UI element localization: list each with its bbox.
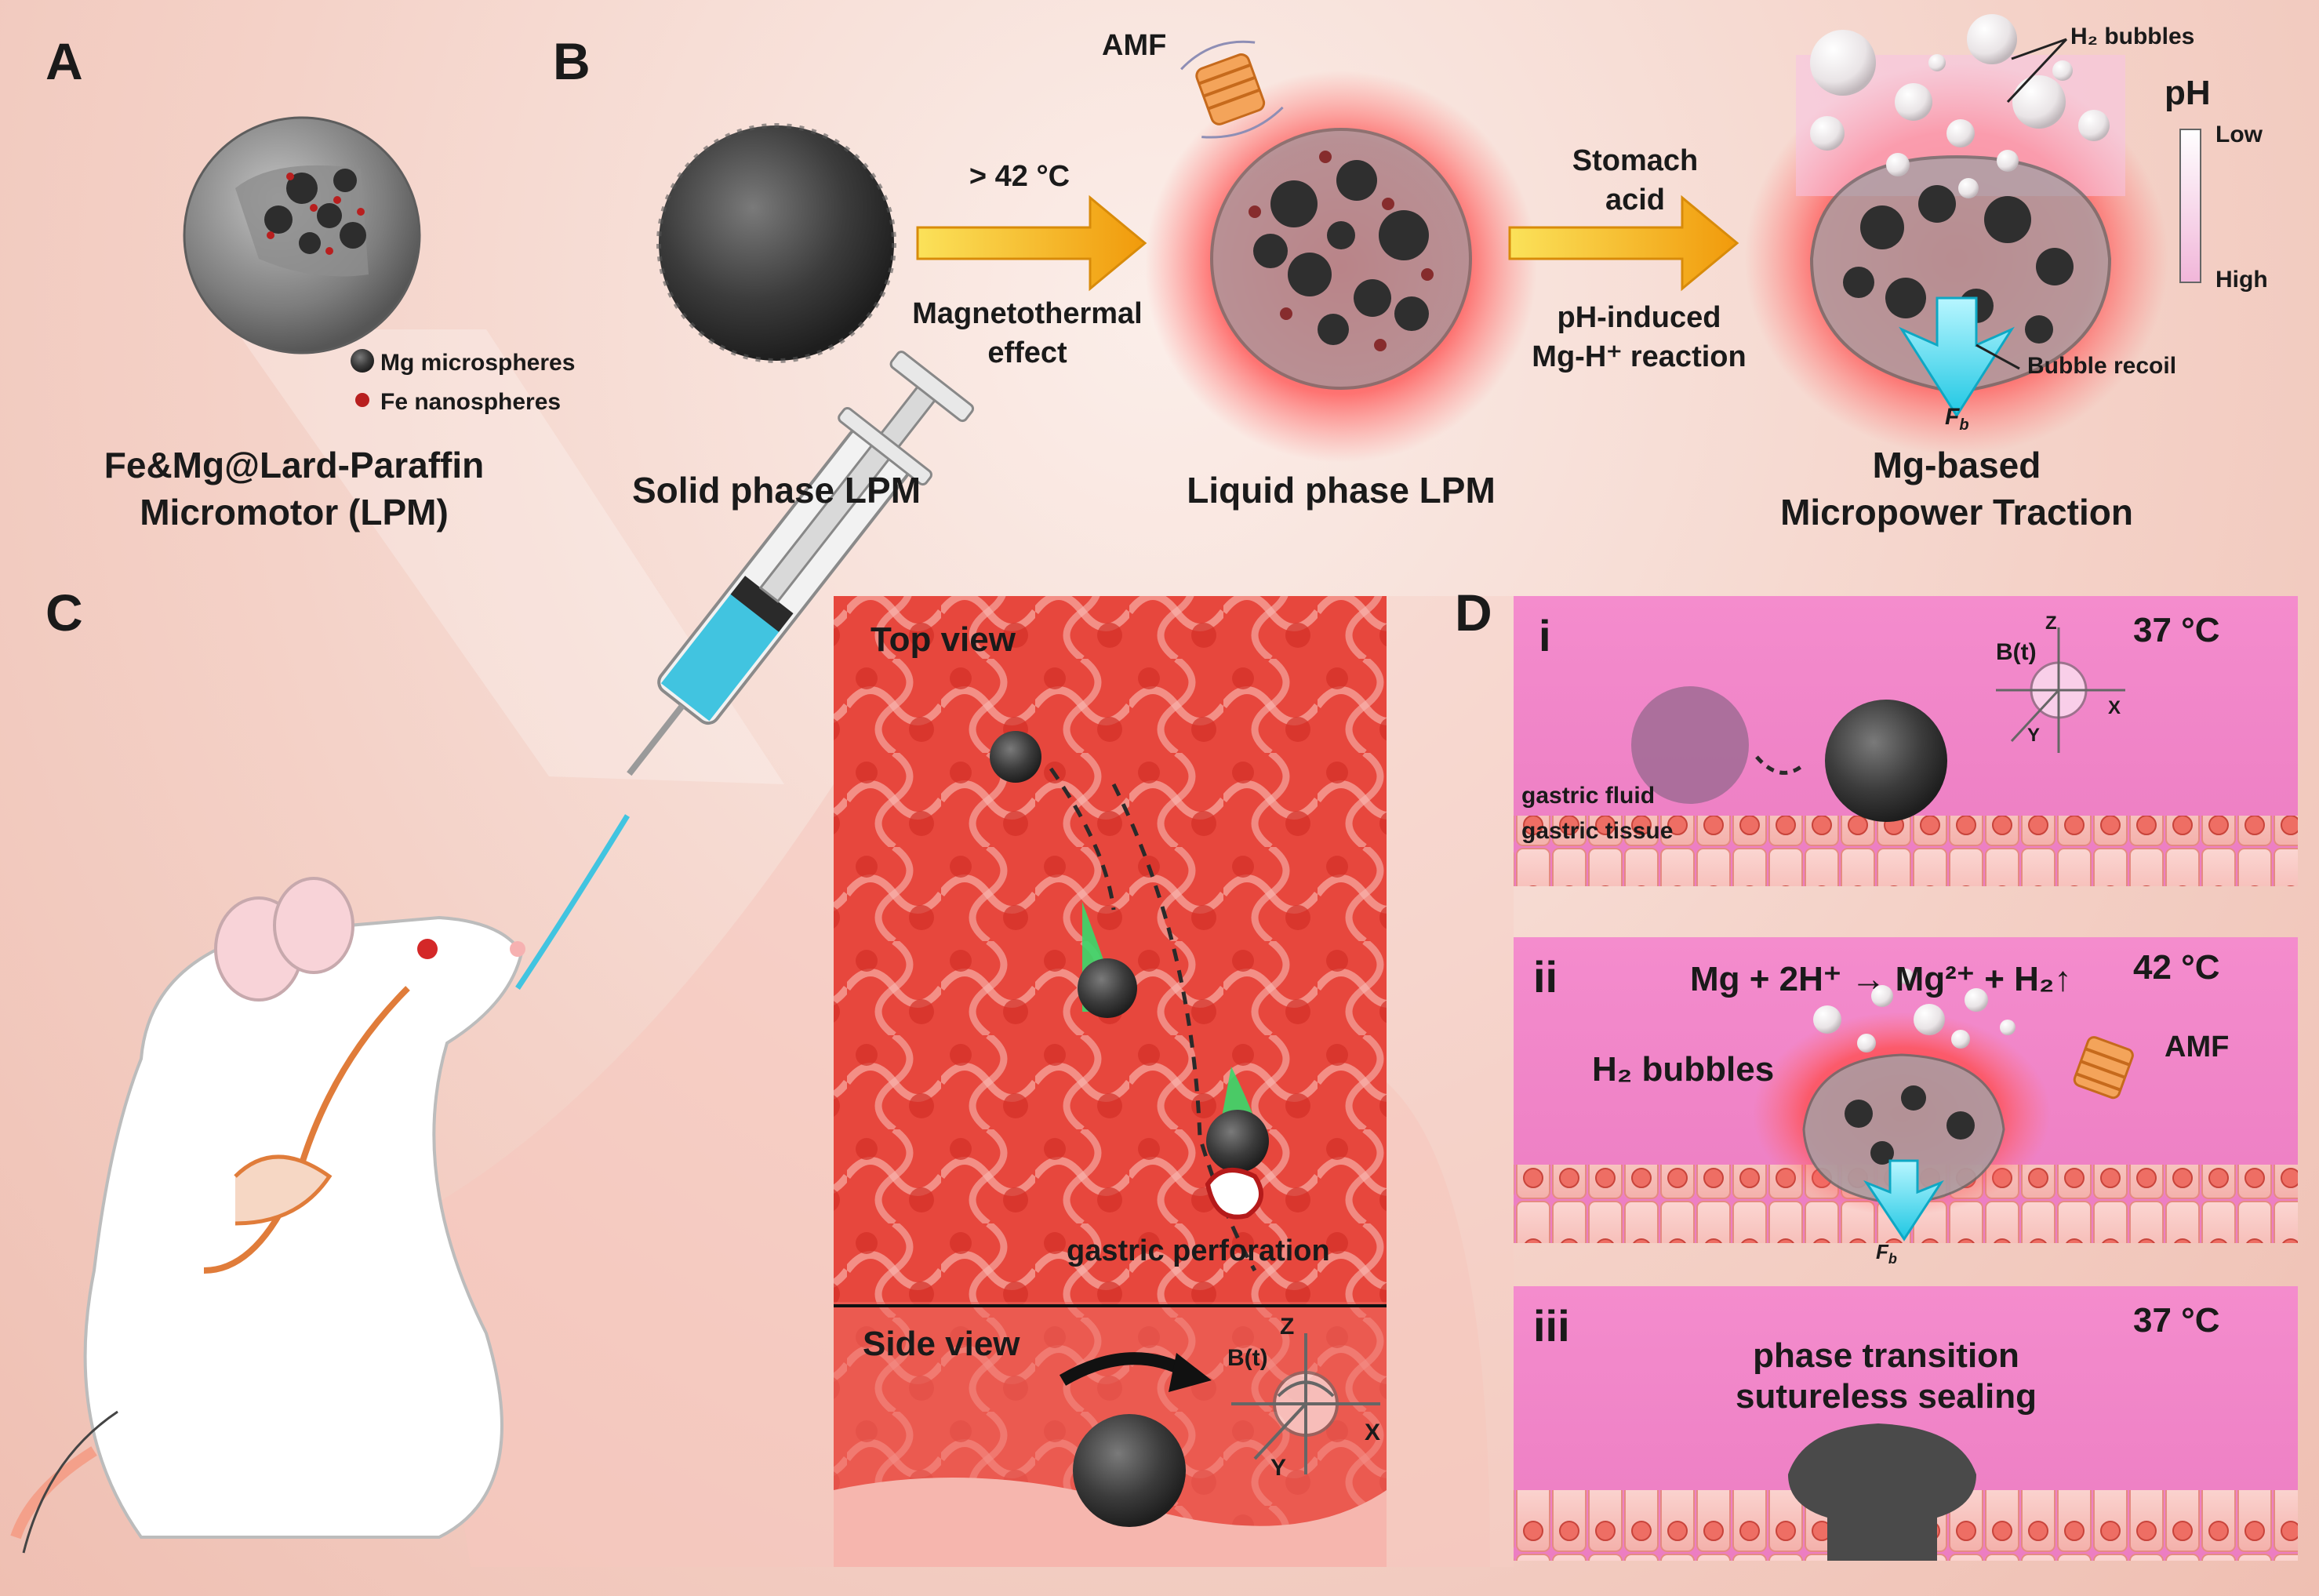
- motor-side-view: [1073, 1414, 1186, 1527]
- panel-letter-c: C: [45, 584, 83, 642]
- subpanel-iii-label: iii: [1533, 1301, 1570, 1351]
- magnetothermal-line1: Magnetothermal: [912, 297, 1143, 330]
- fb-label-b: Fb: [1945, 404, 1969, 434]
- reaction-equation: Mg + 2H⁺ → Mg²⁺ + H₂↑: [1690, 960, 2072, 998]
- panel-letter-b: B: [553, 32, 591, 90]
- phase-transition-label: phase transition: [1753, 1336, 2019, 1375]
- traction-caption-line1: Mg-based: [1872, 445, 2041, 485]
- top-view-inset: [834, 596, 1387, 1567]
- mg-legend-swatch: [351, 349, 374, 373]
- motor-start: [990, 731, 1041, 783]
- magnetothermal-line2: effect: [987, 336, 1067, 369]
- ph-low: Low: [2215, 122, 2263, 147]
- panel-b-graphics: [656, 14, 2201, 463]
- legend-fe-nanospheres: Fe nanospheres: [380, 389, 562, 415]
- bubble-recoil-label: Bubble recoil: [2027, 353, 2177, 379]
- rat-illustration: [10, 877, 525, 1554]
- gastric-tissue-label: gastric tissue: [1521, 818, 1674, 844]
- gastric-perforation-label: gastric perforation: [1067, 1234, 1330, 1267]
- top-view-label: Top view: [871, 620, 1016, 659]
- h2-bubbles-label-b: H₂ bubbles: [2070, 24, 2195, 49]
- panel-letter-d: D: [1455, 584, 1492, 642]
- bubble-recoil-arrow: [1899, 296, 2015, 418]
- h2-bubbles-b: [1810, 14, 2110, 198]
- panel-letter-a: A: [45, 32, 83, 90]
- arrow-heat: [916, 195, 1147, 292]
- amf-coil-icon-dii: [2073, 1036, 2134, 1100]
- stomach-acid-line2: acid: [1605, 184, 1666, 216]
- h2-bubbles-label-dii: H₂ bubbles: [1592, 1050, 1775, 1089]
- amf-label-dii: AMF: [2165, 1031, 2230, 1063]
- legend-mg-microspheres: Mg microspheres: [380, 350, 576, 376]
- sealing-plug: [1788, 1423, 1976, 1561]
- h2-bubbles-dii: [1813, 969, 2015, 1052]
- motor-end: [1206, 1110, 1269, 1172]
- subpanel-i-label: i: [1539, 611, 1551, 660]
- ph-scale-bar: [2179, 129, 2201, 283]
- panel-d-graphics: [1387, 596, 2298, 1567]
- bt-label-c: B(t): [1227, 1345, 1268, 1371]
- lpm-caption-line2: Micromotor (LPM): [140, 492, 449, 533]
- solid-phase-caption: Solid phase LPM: [631, 470, 921, 511]
- stomach-acid-line1: Stomach: [1572, 144, 1699, 177]
- temp-ii: 42 °C: [2133, 948, 2220, 987]
- bt-label-di: B(t): [1996, 639, 2037, 665]
- arrow-acid: [1508, 195, 1739, 292]
- gastric-fluid-label: gastric fluid: [1521, 783, 1656, 809]
- solid-lpm-sphere: [659, 125, 894, 361]
- motor-mid: [1078, 958, 1137, 1018]
- trajectory-path: [1111, 783, 1257, 1272]
- traction-caption-line2: Micropower Traction: [1780, 492, 2133, 533]
- subpanel-ii-label: ii: [1533, 952, 1558, 1002]
- sutureless-sealing-label: sutureless sealing: [1736, 1377, 2037, 1416]
- syringe-icon: [627, 351, 975, 776]
- temp-iii: 37 °C: [2133, 1301, 2220, 1340]
- axis-z-di: Z: [2045, 613, 2057, 634]
- lpm-caption-line1: Fe&Mg@Lard-Paraffin: [104, 445, 485, 485]
- perforation-mark: [1205, 1168, 1263, 1220]
- panel-a-graphics: [183, 116, 784, 784]
- side-view-label: Side view: [863, 1325, 1020, 1363]
- axes-icon-c: [1231, 1333, 1380, 1474]
- axis-y-di: Y: [2027, 725, 2041, 746]
- axis-x-di: X: [2108, 697, 2121, 718]
- axis-y-c: Y: [1270, 1455, 1287, 1481]
- ph-high: High: [2215, 267, 2268, 293]
- ph-induced-line1: pH-induced: [1557, 301, 1721, 334]
- panel-c-graphics: [10, 351, 1490, 1567]
- amf-coil-icon: [1180, 40, 1284, 139]
- axes-icon-di: [1996, 627, 2125, 753]
- motor-di: [1825, 700, 1947, 822]
- ph-title: pH: [2165, 74, 2211, 112]
- axis-x-c: X: [1365, 1420, 1381, 1445]
- fe-legend-swatch: [355, 393, 369, 407]
- liquid-phase-caption: Liquid phase LPM: [1187, 470, 1496, 511]
- fb-label-dii: Fb: [1876, 1240, 1897, 1267]
- amf-label-b: AMF: [1102, 29, 1167, 62]
- axis-z-c: Z: [1280, 1314, 1295, 1340]
- temp-i: 37 °C: [2133, 611, 2220, 649]
- heat-threshold-label: > 42 °C: [969, 160, 1070, 193]
- ph-induced-line2: Mg-H⁺ reaction: [1532, 340, 1747, 373]
